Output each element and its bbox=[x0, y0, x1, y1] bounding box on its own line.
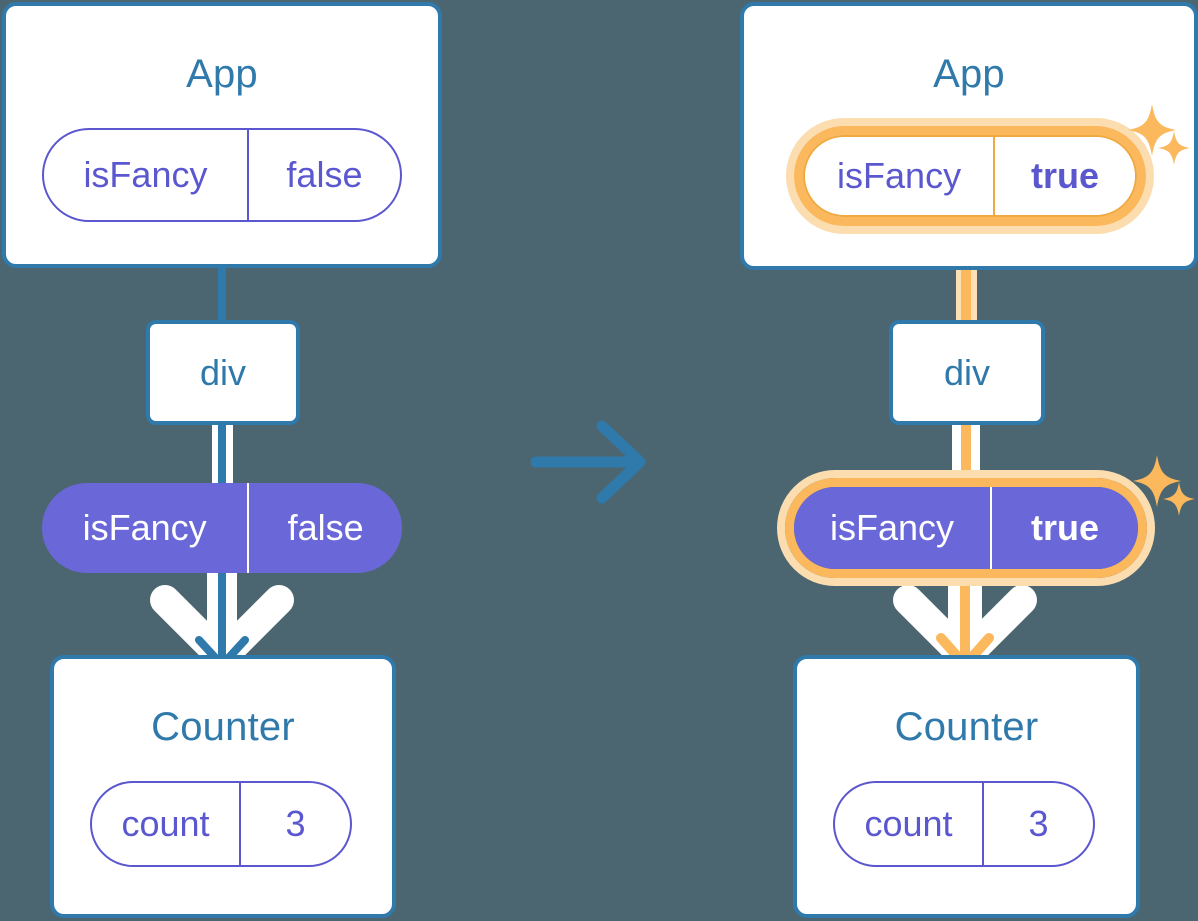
left-prop-pill: isFancy false bbox=[42, 483, 402, 573]
right-app-state-pill: isFancy true bbox=[803, 135, 1137, 217]
left-counter-state-name: count bbox=[121, 803, 210, 844]
left-counter-title: Counter bbox=[151, 705, 295, 749]
left-div-label: div bbox=[199, 351, 247, 393]
left-prop-name: isFancy bbox=[82, 507, 207, 548]
right-prop-value: true bbox=[990, 487, 1138, 569]
left-div-node: div bbox=[146, 320, 300, 425]
right-app-state-value: true bbox=[993, 137, 1135, 215]
right-app-title: App bbox=[933, 52, 1005, 96]
left-pill-to-counter-arrow-halo bbox=[150, 550, 294, 677]
right-counter-title: Counter bbox=[894, 705, 1039, 749]
right-counter-state-value: 3 bbox=[982, 783, 1093, 865]
right-pill-to-counter-arrow bbox=[936, 567, 994, 670]
left-div-to-pill-connector bbox=[212, 421, 233, 489]
right-prop-name: isFancy bbox=[830, 507, 955, 548]
right-div-label: div bbox=[943, 351, 991, 393]
right-app-state-name: isFancy bbox=[837, 155, 962, 196]
left-app-title: App bbox=[186, 52, 258, 96]
transition-right-arrow-icon bbox=[530, 420, 646, 504]
left-prop-value: false bbox=[247, 483, 402, 573]
right-prop-pill: isFancy true bbox=[794, 487, 1138, 569]
right-counter-state-pill: count 3 bbox=[833, 781, 1095, 867]
right-counter-state-name: count bbox=[864, 803, 953, 844]
left-app-state-name: isFancy bbox=[83, 154, 208, 195]
left-app-state-pill: isFancy false bbox=[42, 128, 402, 222]
left-pill-to-counter-arrow bbox=[195, 567, 249, 669]
left-counter-state-pill: count 3 bbox=[90, 781, 352, 867]
right-pill-to-counter-arrow-halo bbox=[893, 548, 1037, 679]
right-div-node: div bbox=[889, 320, 1045, 425]
left-counter-state-value: 3 bbox=[239, 783, 350, 865]
left-app-state-value: false bbox=[246, 130, 400, 220]
left-app-to-div-connector bbox=[218, 266, 226, 324]
